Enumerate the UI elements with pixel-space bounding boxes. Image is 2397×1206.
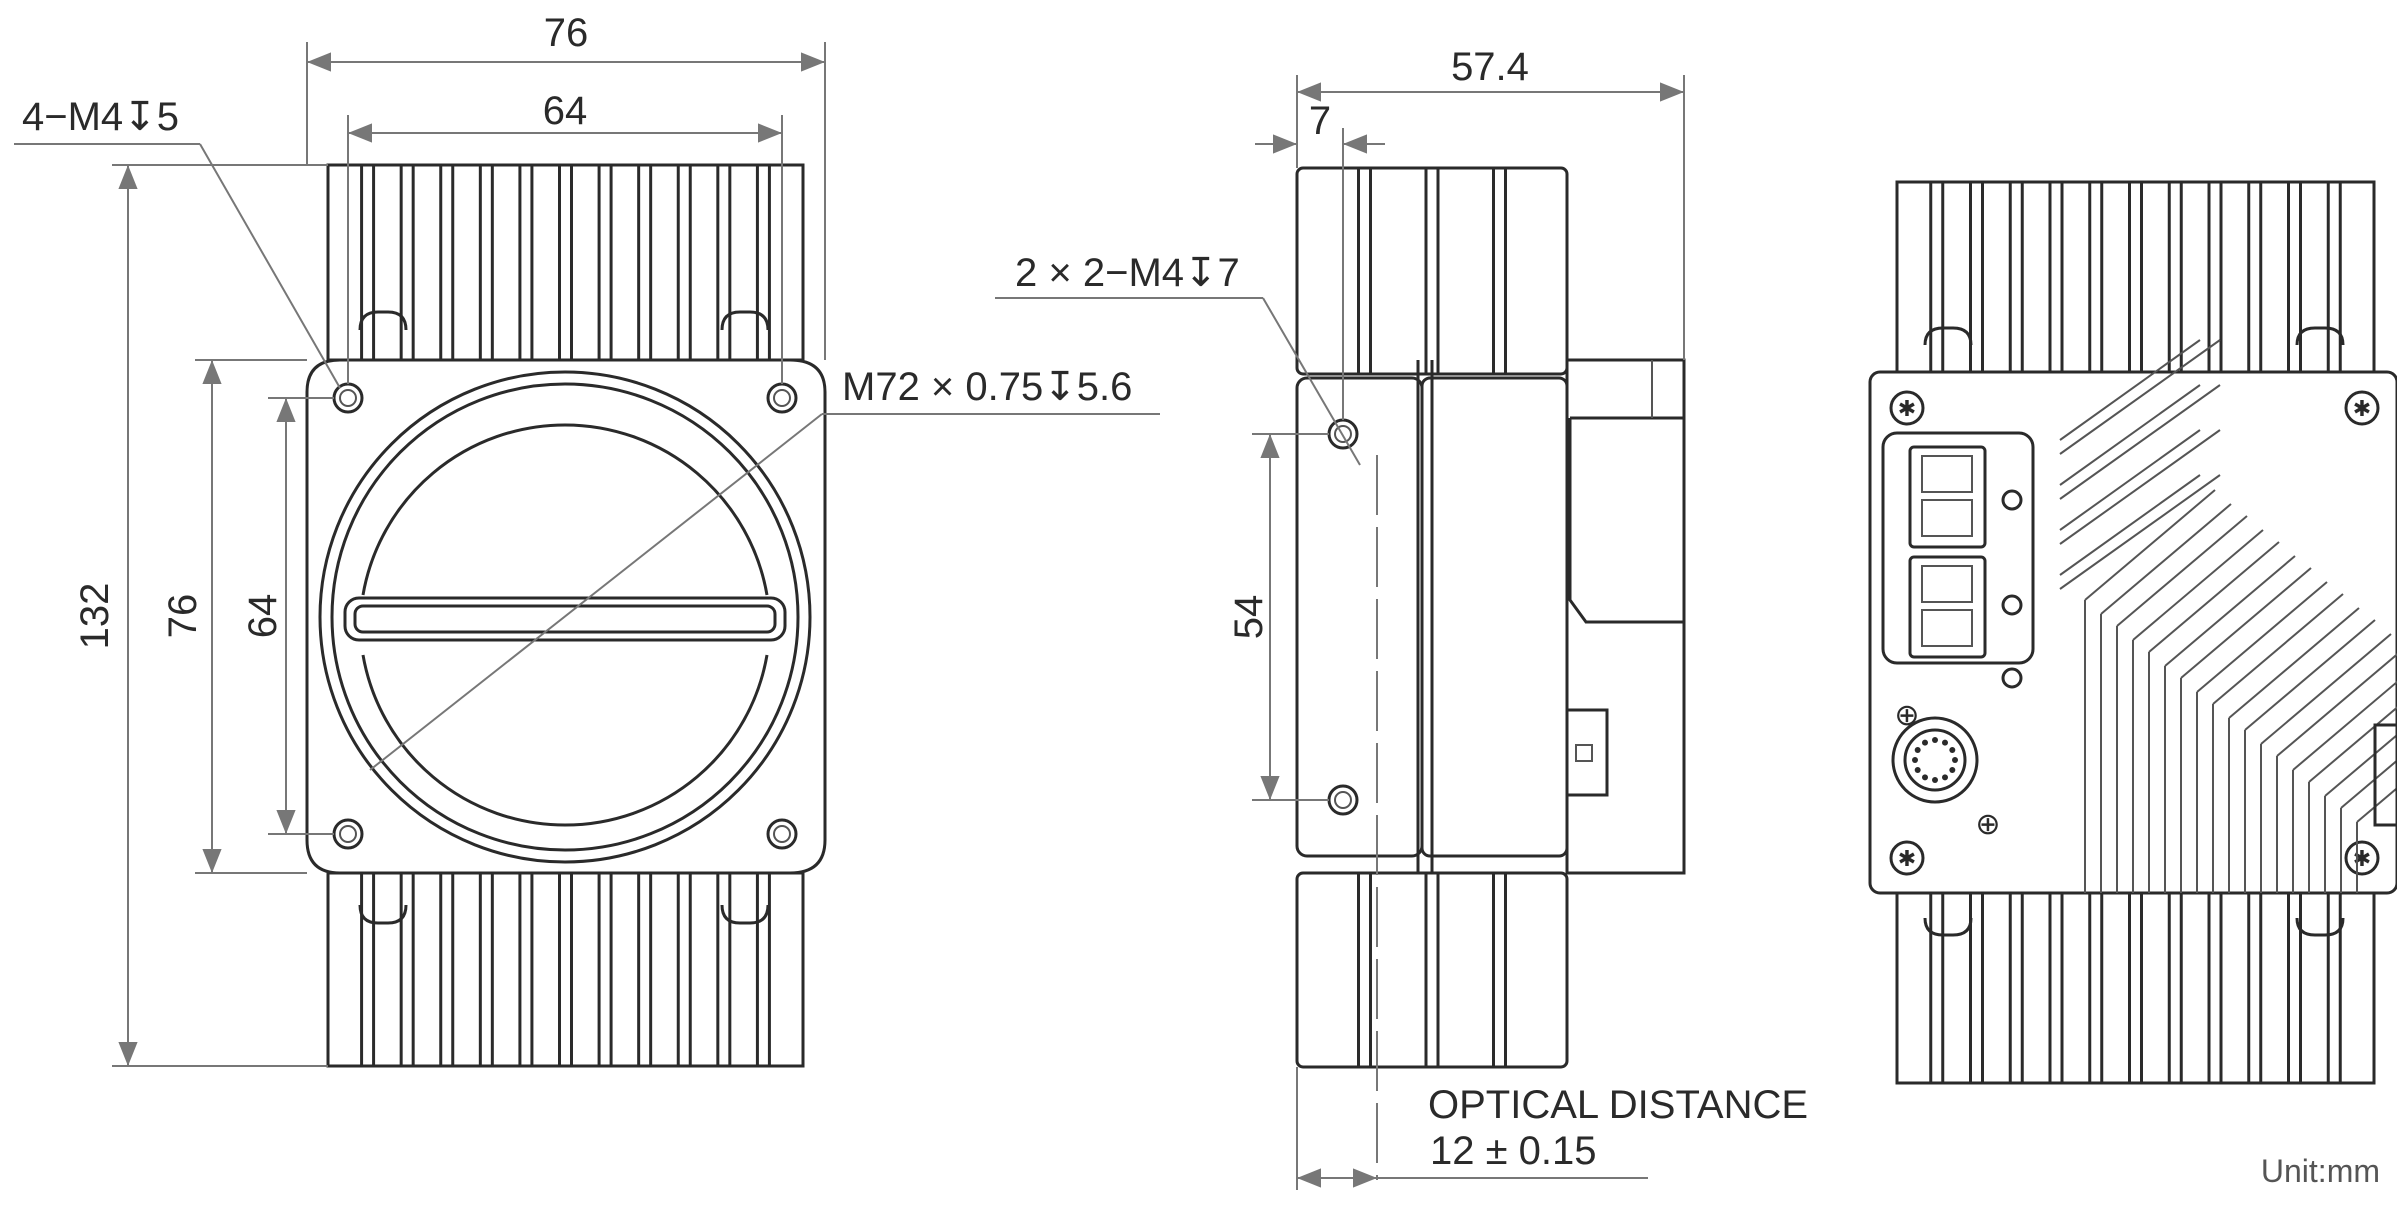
- front-view: 76 64 4−M4↧5 132 76: [14, 11, 1160, 1068]
- rear-cooling-ribs: [2059, 339, 2397, 893]
- dim-front-height-132: 132: [73, 164, 328, 1067]
- svg-text:M72 × 0.75↧5.6: M72 × 0.75↧5.6: [842, 365, 1132, 409]
- status-led-2: [2001, 594, 2023, 616]
- front-bottom-heatsink: [326, 871, 805, 1068]
- screw-icon: ✱: [2353, 396, 2371, 421]
- dim-label-57-4: 57.4: [1451, 45, 1529, 89]
- depth-symbol-icon: ↧: [1184, 251, 1218, 295]
- ethernet-port-lower: [1908, 555, 1987, 659]
- optical-distance-value: 12 ± 0.15: [1430, 1129, 1597, 1173]
- svg-text:2 × 2−M4↧7: 2 × 2−M4↧7: [1015, 251, 1240, 295]
- thread-spec-2x2-m4: 2 × 2−M4: [1015, 251, 1184, 295]
- dim-label-76: 76: [544, 11, 589, 55]
- depth-symbol-icon: ↧: [1043, 365, 1077, 409]
- side-bottom-heatsink: [1295, 871, 1569, 1069]
- ground-icon: ⊕: [1894, 699, 1919, 732]
- optical-distance-label: OPTICAL DISTANCE: [1428, 1083, 1808, 1127]
- screw-icon: ✱: [1898, 396, 1916, 421]
- svg-text:4−M4↧5: 4−M4↧5: [22, 95, 179, 139]
- dim-front-height-76: 76: [161, 359, 307, 874]
- status-led-1: [2001, 489, 2023, 511]
- callout-2x2-m4: 2 × 2−M4↧7: [995, 251, 1361, 466]
- screw-icon: ✱: [2353, 846, 2371, 871]
- lens-mount-outer-ring: [318, 370, 812, 864]
- side-view: 57.4 7 2 × 2−M4↧7 54 OPTICAL DISTANCE: [995, 45, 1808, 1190]
- dim-label-76-vertical: 76: [161, 594, 205, 639]
- rear-connector-panel: [1881, 431, 2035, 665]
- status-led-3: [2001, 667, 2023, 689]
- side-top-heatsink: [1295, 166, 1569, 376]
- rear-top-heatsink: [1895, 180, 2376, 374]
- dim-front-height-64: 64: [241, 397, 334, 835]
- side-body: [1420, 376, 1569, 858]
- dim-side-depth-57-4: 57.4: [1296, 45, 1685, 360]
- lens-cap-lower-arc: [361, 654, 769, 827]
- dim-label-64-vertical: 64: [241, 594, 285, 639]
- callout-m72-mount: M72 × 0.75↧5.6: [369, 365, 1160, 771]
- rear-bottom-heatsink: [1895, 891, 2376, 1085]
- front-top-heatsink: [326, 163, 805, 362]
- depth-symbol-icon: ↧: [123, 95, 157, 139]
- ground-icon: ⊕: [1975, 808, 2000, 841]
- lens-cap-upper-arc: [361, 423, 769, 596]
- mount-thread-depth: 5.6: [1077, 365, 1133, 409]
- lens-cap-handle: [343, 596, 787, 642]
- thread-spec-4-m4: 4−M4: [22, 95, 123, 139]
- thread-depth-5: 5: [157, 95, 179, 139]
- dim-side-offset-7: 7: [1255, 99, 1385, 420]
- screw-icon: ✱: [1898, 846, 1916, 871]
- io-connector: [1891, 716, 1979, 804]
- dim-label-54: 54: [1227, 595, 1271, 640]
- side-connector-tab: [1565, 708, 1609, 797]
- thread-depth-7: 7: [1218, 251, 1240, 295]
- unit-label: Unit:mm: [2261, 1153, 2380, 1189]
- lens-mount-inner-ring: [330, 382, 800, 852]
- dim-label-7: 7: [1309, 99, 1331, 143]
- mount-thread-spec: M72 × 0.75: [842, 365, 1043, 409]
- front-body: [305, 358, 827, 875]
- side-rear-module: [1565, 358, 1686, 875]
- dim-label-64-horizontal: 64: [543, 89, 588, 133]
- dim-optical-distance: OPTICAL DISTANCE 12 ± 0.15: [1296, 1067, 1808, 1190]
- callout-4-m4: 4−M4↧5: [14, 95, 341, 389]
- dim-side-holes-54: 54: [1227, 433, 1329, 801]
- dim-front-width-76: 76: [306, 11, 826, 360]
- side-front-plate: [1295, 376, 1424, 858]
- rear-view: ✱ ✱ ✱ ✱ ⊕ ⊕: [1868, 180, 2397, 1085]
- dim-front-holes-64: 64: [347, 89, 783, 384]
- rear-screws: ✱ ✱ ✱ ✱ ⊕ ⊕: [1889, 390, 2380, 876]
- dim-label-132: 132: [73, 583, 117, 650]
- ethernet-port-upper: [1908, 445, 1987, 549]
- side-mount-hole-bottom: [1327, 784, 1359, 816]
